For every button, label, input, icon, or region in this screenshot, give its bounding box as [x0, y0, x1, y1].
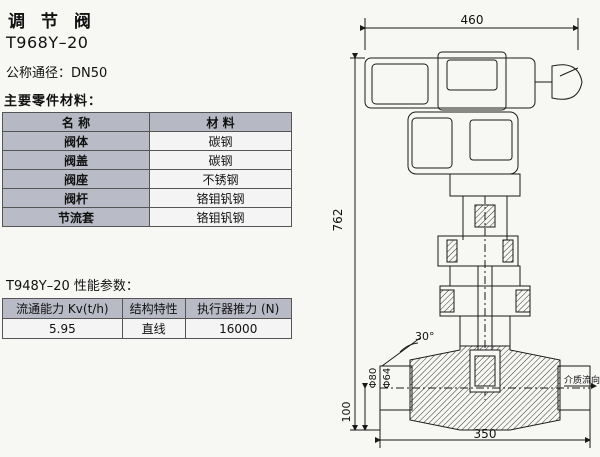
page-title: 调 节 阀 [8, 12, 96, 32]
valve-bonnet [439, 265, 531, 360]
table-row: 阀座 不锈钢 [2, 169, 292, 189]
dim-label-762: 762 [331, 209, 345, 232]
model-number: T968Y–20 [6, 33, 89, 52]
part-name: 阀盖 [2, 150, 150, 170]
part-name: 阀座 [2, 169, 150, 189]
perf-value-thrust: 16000 [184, 318, 292, 339]
dim-label-dia-64: Φ64 [382, 368, 393, 389]
part-material: 铬钼钒钢 [149, 207, 292, 227]
dimension-350: 350 [375, 410, 591, 448]
yoke-and-stem [437, 196, 519, 400]
flow-direction: 介质流向 [564, 374, 600, 389]
materials-table: 名 称 材 料 阀体 碳钢 阀盖 碳钢 阀座 不锈钢 阀杆 铬钼钒钢 节流套 铬… [2, 112, 292, 227]
flow-direction-label: 介质流向 [564, 374, 600, 386]
dimension-100: 100 [340, 383, 368, 431]
materials-heading: 主要零件材料： [4, 94, 103, 109]
dimension-diameters: Φ80 Φ64 [368, 366, 393, 410]
table-row: 阀杆 铬钼钒钢 [2, 188, 292, 208]
perf-value-kv: 5.95 [2, 318, 123, 339]
dim-label-100: 100 [340, 402, 353, 423]
performance-value-row: 5.95 直线 16000 [2, 318, 292, 339]
table-row: 阀盖 碳钢 [2, 150, 292, 170]
performance-heading: T948Y–20 性能参数： [6, 279, 139, 294]
dimension-460: 460 [360, 13, 579, 50]
performance-header-row: 流通能力 Kv(t/h) 结构特性 执行器推力 (N) [2, 298, 292, 319]
part-name: 节流套 [2, 207, 150, 227]
table-row: 节流套 铬钼钒钢 [2, 207, 292, 227]
part-name: 阀体 [2, 131, 150, 151]
dim-label-350: 350 [474, 427, 497, 441]
part-material: 铬钼钒钢 [149, 188, 292, 208]
valve-technical-drawing: 460 [331, 13, 600, 448]
dim-label-dia-80: Φ80 [368, 368, 379, 389]
materials-header-row: 名 称 材 料 [2, 112, 292, 132]
valve-body [379, 345, 591, 431]
performance-table: 流通能力 Kv(t/h) 结构特性 执行器推力 (N) 5.95 直线 1600… [2, 298, 292, 339]
part-name: 阀杆 [2, 188, 150, 208]
table-row: 阀体 碳钢 [2, 131, 292, 151]
dimension-angle: 30° [381, 330, 435, 367]
perf-value-characteristic: 直线 [121, 318, 186, 339]
part-material: 不锈钢 [149, 169, 292, 189]
materials-header-material: 材 料 [149, 112, 292, 132]
electric-actuator [364, 51, 583, 197]
dim-label-460: 460 [461, 13, 484, 27]
perf-header-thrust: 执行器推力 (N) [184, 298, 292, 319]
dim-label-angle: 30° [415, 330, 435, 343]
spec-panel: 调 节 阀 T968Y–20 公称通径：DN50 主要零件材料： 名 称 材 料… [2, 12, 292, 339]
perf-header-characteristic: 结构特性 [121, 298, 186, 319]
materials-header-name: 名 称 [2, 112, 150, 132]
part-material: 碳钢 [149, 131, 292, 151]
perf-header-kv: 流通能力 Kv(t/h) [2, 298, 123, 319]
nominal-size: 公称通径：DN50 [6, 66, 108, 81]
part-material: 碳钢 [149, 150, 292, 170]
